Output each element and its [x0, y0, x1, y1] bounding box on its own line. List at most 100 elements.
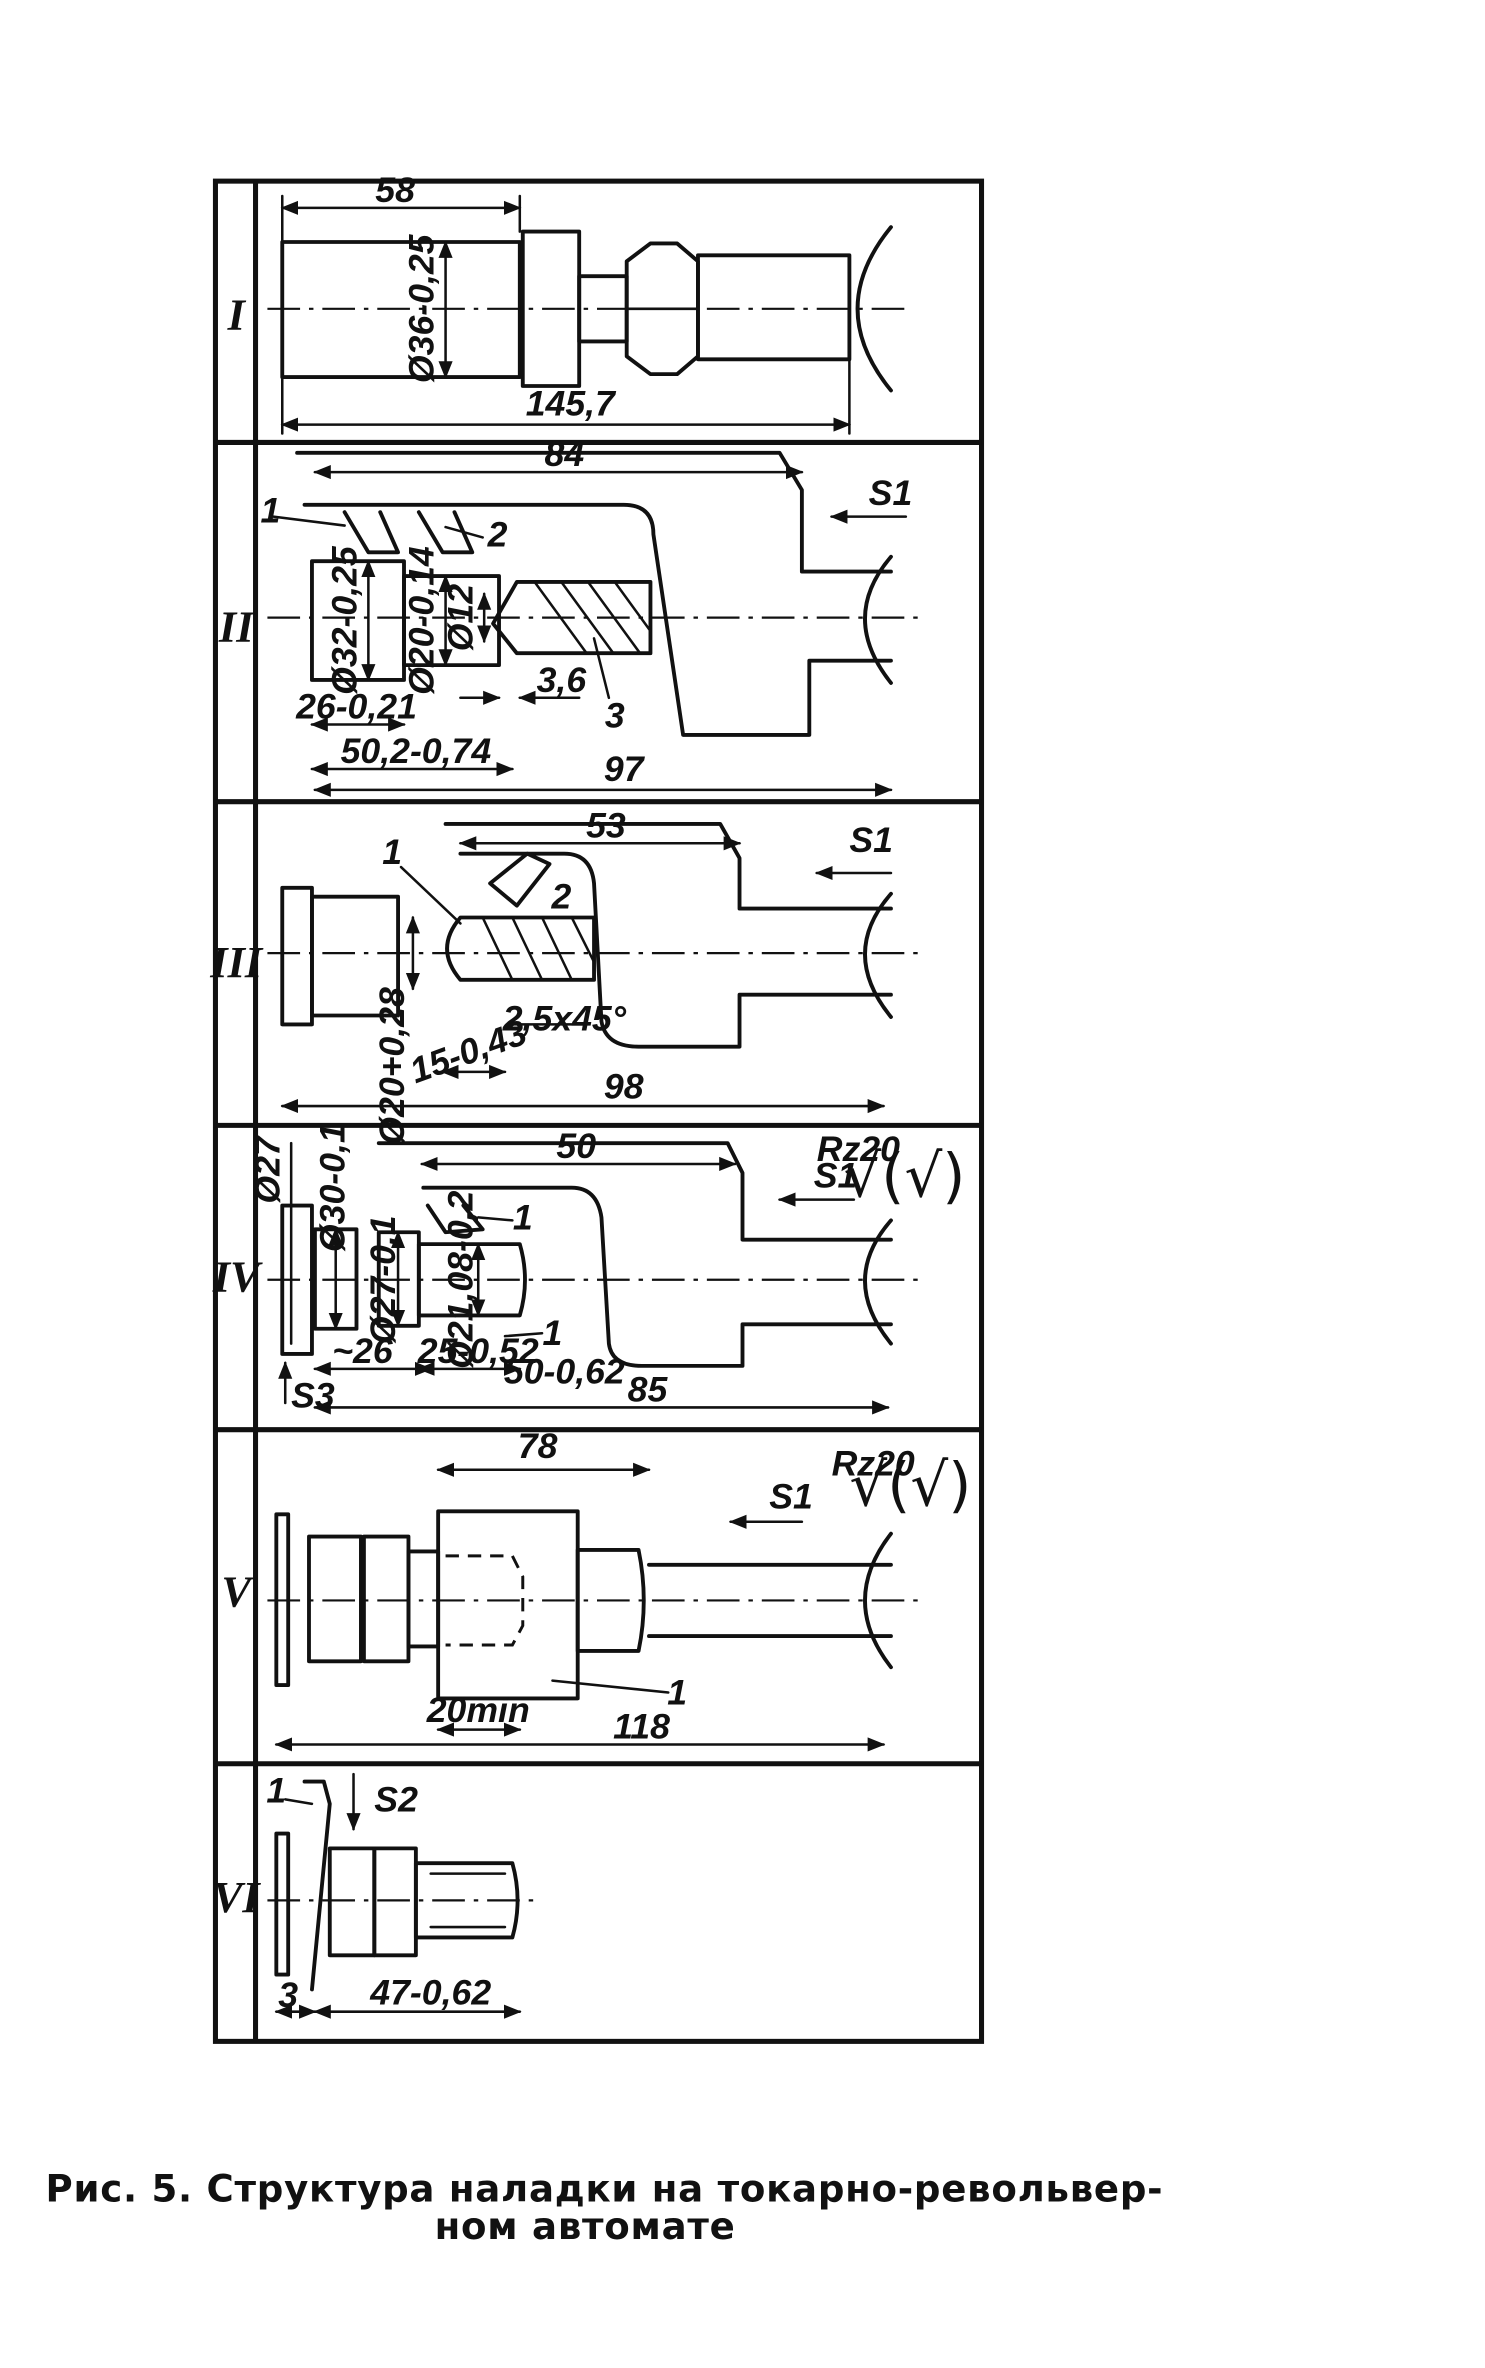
- workpiece-neck: [406, 1549, 441, 1649]
- leader-line: [272, 515, 346, 527]
- drill-hatching: [533, 580, 652, 655]
- dimension-label: 50: [556, 1126, 596, 1166]
- dimension-label: 85: [628, 1369, 669, 1409]
- turret-arc: [863, 554, 893, 685]
- hidden-thread: [445, 1554, 525, 1647]
- roughness-label: Rz20: [832, 1444, 915, 1484]
- feed-label: S1: [814, 1156, 858, 1196]
- roughness-label: Rz20: [817, 1129, 900, 1169]
- dimension-label: Ø20+0,28: [372, 987, 412, 1145]
- workpiece-face: [274, 1512, 291, 1687]
- dimension-label: 3,6: [537, 660, 587, 700]
- tool-holder-outline: [376, 1141, 893, 1242]
- workpiece-face: [274, 1831, 291, 1977]
- part-thread: [413, 1861, 520, 1940]
- stage-ii-sketch: 84 S1 1 2 3 Ø32-0,25 Ø20-0,14 Ø12 26-0,2…: [260, 434, 921, 797]
- dimension-label: 98: [604, 1067, 644, 1107]
- roughness-symbol: √(√): [849, 1451, 971, 1520]
- cutter-1: [342, 510, 400, 555]
- tool-holder-lower: [302, 502, 893, 737]
- feed-label: S2: [374, 1779, 418, 1819]
- bar-stock: [280, 240, 522, 380]
- stage-label: IV: [212, 1252, 263, 1302]
- dimension-label: 26-0,21: [295, 687, 417, 727]
- leader-line: [283, 1798, 314, 1806]
- tool-holder-lower: [458, 851, 893, 1049]
- center-drill: [491, 580, 653, 656]
- dimension-label: 25-0,52: [417, 1331, 539, 1371]
- stage-vi-sketch: S2 1 3 47-0,62: [266, 1770, 535, 2019]
- boring-bar: [445, 915, 596, 982]
- workpiece-collar-1: [307, 1534, 363, 1664]
- feed-label: S1: [849, 820, 893, 860]
- die-head: [436, 1509, 580, 1701]
- table-frame: [212, 178, 985, 2044]
- workpiece-groove-2: [376, 1230, 421, 1328]
- callout-number: 3: [605, 695, 625, 735]
- callout-number: 1: [260, 491, 280, 531]
- leader-line: [399, 865, 462, 925]
- dimension-label: ~26: [332, 1331, 393, 1371]
- outer-frame: [212, 178, 985, 2044]
- stage-i-sketch: 58 Ø36-0,25 145,7: [267, 170, 906, 435]
- workpiece-collar: [280, 885, 314, 1027]
- cutter-1: [425, 1203, 485, 1235]
- workpiece-body: [310, 894, 400, 1018]
- turret-arc: [863, 1531, 893, 1670]
- leader-line: [592, 637, 611, 700]
- workpiece-collar-2: [361, 1534, 411, 1664]
- stage-iv-sketch: 50 Rz20 √(√) S1 1 1 Ø27 Ø30-0,1 Ø27-0,1 …: [247, 1123, 965, 1415]
- stage-label: II: [218, 601, 255, 651]
- tool-holder-outline: [443, 822, 893, 911]
- dimension-label: Ø27-0,1: [363, 1215, 403, 1344]
- dimension-label: 78: [518, 1426, 558, 1466]
- bar-hatching: [481, 916, 596, 982]
- turret-arc: [863, 1218, 893, 1346]
- cutter-2: [488, 851, 552, 908]
- dimension-label: 20min: [426, 1690, 530, 1730]
- callout-number: 2: [550, 877, 571, 917]
- dimension-label: 145,7: [526, 384, 617, 424]
- turret-arc: [863, 891, 893, 1019]
- dimension-label: 3: [278, 1975, 298, 2015]
- dimension-label: 50-0,62: [504, 1352, 625, 1392]
- callout-number: 1: [543, 1313, 563, 1353]
- workpiece-collar: [280, 1203, 314, 1356]
- dimension-label: 97: [604, 749, 646, 789]
- leader-line: [444, 525, 484, 539]
- callout-number: 1: [667, 1672, 687, 1712]
- figure-caption-line-2: ном автомате: [435, 2205, 736, 2248]
- stage-label: III: [209, 937, 264, 987]
- dimension-label: Ø12: [440, 584, 480, 652]
- parting-tool: [302, 1779, 332, 1992]
- part-collar-2: [372, 1846, 418, 1958]
- dimension-label: Ø21,08-0,2: [440, 1190, 480, 1368]
- feed-label: S1: [869, 473, 913, 513]
- dimension-label: Ø27: [247, 1134, 287, 1204]
- tool-holder-lower: [421, 1185, 893, 1368]
- dimension-label: Ø20-0,14: [402, 546, 442, 695]
- dimension-label: Ø36-0,25: [402, 233, 442, 383]
- dimension-label: Ø30-0,1: [313, 1123, 353, 1252]
- dimension-label: 84: [545, 434, 585, 474]
- leader-line: [551, 1679, 670, 1694]
- workpiece-thread-end: [416, 1242, 527, 1318]
- leader-line: [476, 1216, 514, 1222]
- dimension-label: 2,5x45°: [502, 998, 627, 1038]
- part-collar-1: [327, 1846, 377, 1958]
- callout-number: 1: [266, 1770, 286, 1810]
- die-holder: [647, 1562, 893, 1639]
- figure-caption-line-1: Рис. 5. Структура наладки на токарно-рев…: [46, 2168, 1164, 2211]
- dimension-label: 15-0,43: [405, 1012, 532, 1091]
- callout-number: 1: [513, 1197, 533, 1237]
- feed-label: S1: [769, 1476, 813, 1516]
- turret-arc: [855, 225, 893, 393]
- stage-v-sketch: 78 Rz20 √(√) S1 1 20min 118: [267, 1426, 971, 1752]
- dimension-label: 47-0,62: [369, 1972, 491, 2012]
- stage-label: V: [221, 1566, 254, 1616]
- dimension-label: 58: [375, 170, 415, 210]
- dimension-label: 50,2-0,74: [341, 731, 492, 771]
- callout-number: 2: [487, 514, 508, 554]
- die-shank: [575, 1548, 646, 1653]
